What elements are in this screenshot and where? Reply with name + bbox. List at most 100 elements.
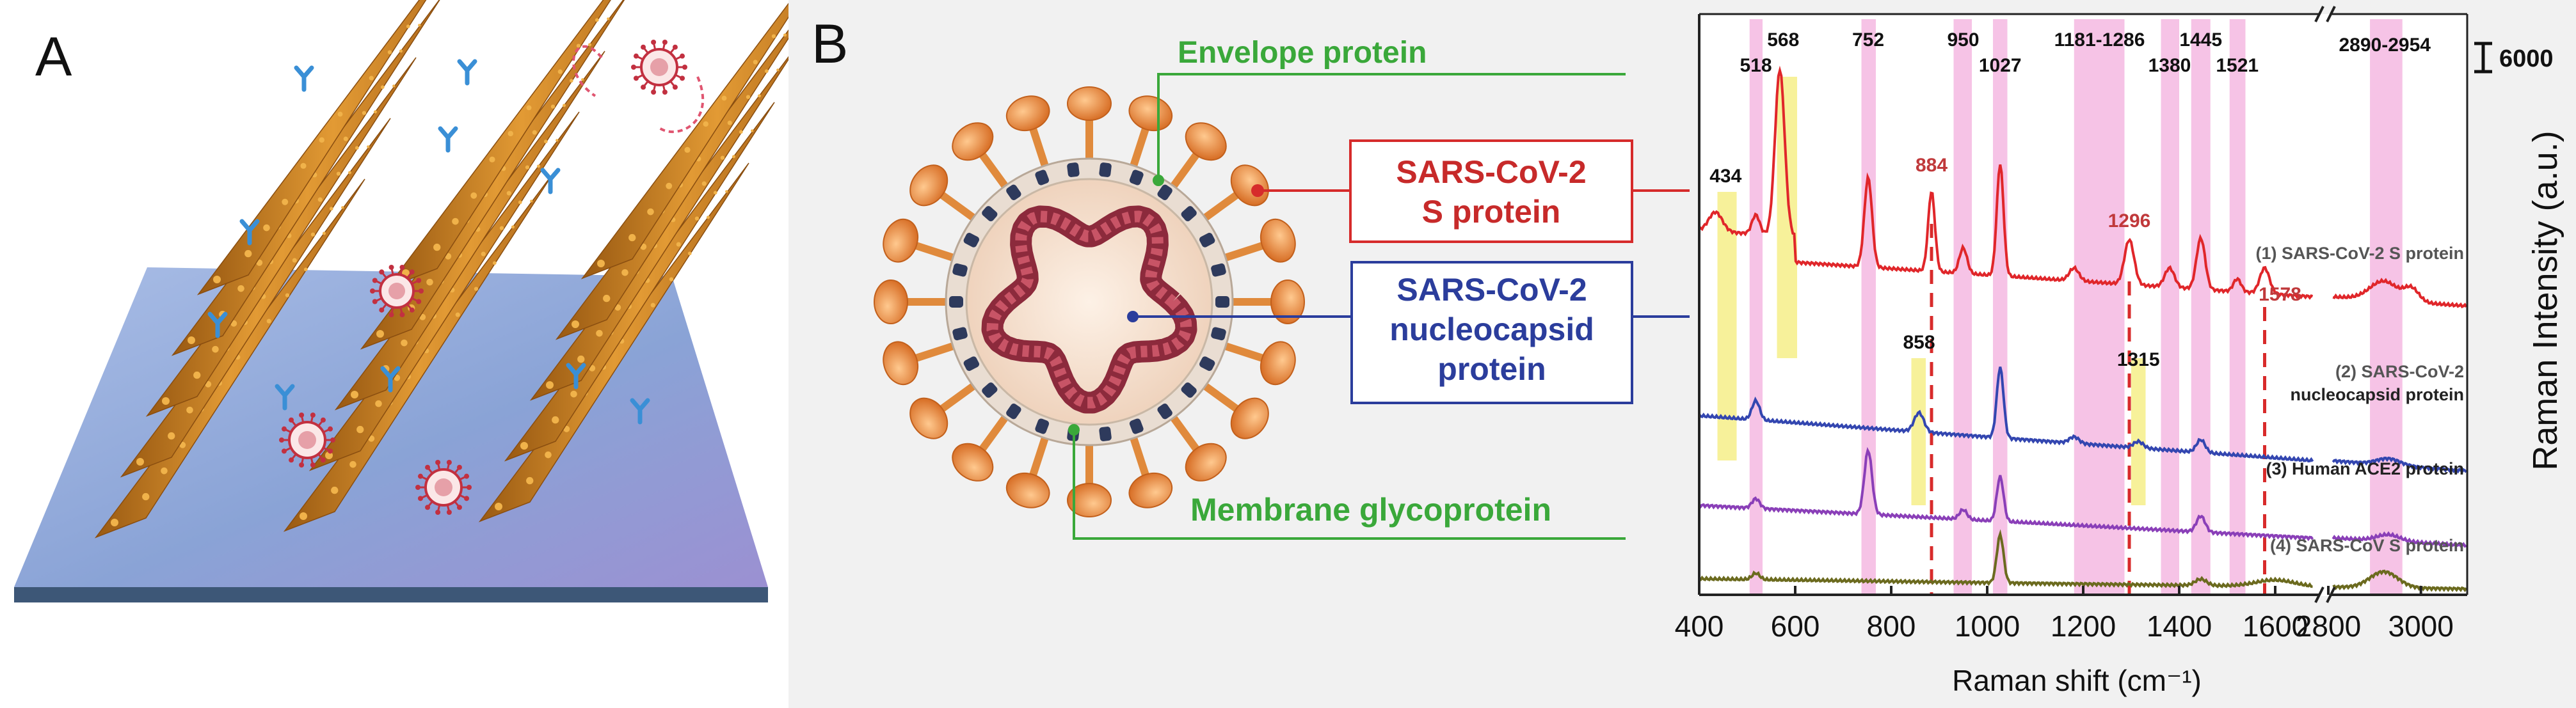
spike-protein-icon (1185, 443, 1227, 482)
spike-stalk (1027, 120, 1050, 173)
gold-nanoparticle (433, 243, 441, 251)
spike-protein-icon (1260, 341, 1296, 386)
scale-bar-label: 6000 (2499, 45, 2554, 72)
gold-nanoparticle (349, 460, 356, 468)
spike-stalk (1198, 188, 1245, 224)
spike-stalk (908, 240, 961, 263)
y-axis-label: Raman Intensity (a.u.) (2526, 130, 2564, 470)
gold-nanoparticle (380, 85, 385, 90)
gold-nanoparticle (362, 111, 367, 115)
gold-nanoparticle (550, 104, 556, 109)
gold-nanoparticle (481, 251, 486, 256)
gold-nanoparticle (771, 34, 776, 38)
s-protein-label-2: S protein (1422, 194, 1561, 230)
membrane-protein-icon (1181, 206, 1197, 222)
s-protein-callout: SARS-CoV-2 S protein (1251, 139, 1690, 243)
gold-nanoparticle (336, 171, 341, 176)
spike-protein-icon (883, 341, 919, 386)
gold-nanoparticle (193, 371, 201, 379)
antibody-icon (457, 59, 477, 86)
antibody-icon (207, 311, 228, 338)
yellow-band-1315 (2131, 358, 2146, 505)
spike-protein-icon (1005, 472, 1050, 508)
x-tick-label-800: 800 (1867, 610, 1916, 643)
gold-nanoparticle (572, 320, 579, 328)
gold-nanoparticle (489, 156, 495, 162)
nanoneedle-array (94, 0, 814, 539)
series-label-1: (1) SARS-CoV-2 S protein (2255, 244, 2464, 263)
gold-nanoparticle (581, 78, 584, 81)
gold-nanoparticle (776, 68, 780, 72)
spike-protein-icon (952, 443, 994, 482)
gold-nanoparticle (530, 200, 533, 203)
gold-nanoparticle (725, 190, 728, 193)
gold-nanoparticle (669, 277, 674, 281)
gold-nanoparticle (162, 397, 170, 405)
gold-nanoparticle (556, 139, 559, 142)
gold-nanoparticle (367, 145, 370, 148)
gold-nanoparticle (142, 492, 150, 501)
gold-nanoparticle (474, 287, 479, 291)
spectrum-ace2 (2332, 531, 2467, 548)
nanoneedle (385, 0, 611, 289)
gold-nanoparticle (758, 94, 761, 98)
membrane-protein-icon (1215, 296, 1229, 308)
nucleocapsid-label-1: SARS-CoV-2 (1396, 272, 1587, 308)
gold-nanoparticle (537, 164, 540, 168)
gold-nanoparticle (266, 319, 271, 324)
spectrum-s-protein (1699, 65, 2314, 300)
band-label-1521: 1521 (2216, 55, 2259, 76)
series-label-2: nucleocapsid protein (2290, 385, 2464, 404)
spike-stalk (1218, 240, 1271, 263)
gold-nanoparticle (720, 155, 725, 160)
membrane-protein-icon (1157, 184, 1172, 201)
series-label-3: (3) Human ACE2 protein (2266, 459, 2464, 478)
band-label-752: 752 (1852, 29, 1884, 51)
gold-nanoparticle (707, 216, 710, 219)
band-label-1181-1286: 1181-1286 (2054, 29, 2145, 51)
membrane-protein-icon (1211, 263, 1226, 277)
x-tick-label-1200: 1200 (2051, 610, 2116, 643)
gold-nanoparticle (577, 355, 585, 363)
series-label-4: (4) SARS-CoV S protein (2270, 536, 2464, 555)
gold-nanoparticle (348, 171, 351, 175)
gold-nanoparticle (213, 276, 221, 283)
gold-nanoparticle (317, 197, 323, 202)
spike-protein-icon (1128, 95, 1173, 132)
s-protein-label-1: SARS-CoV-2 (1396, 154, 1586, 190)
gold-nanoparticle (511, 225, 515, 229)
gold-nanoparticle (783, 33, 787, 37)
membrane-callout: Membrane glycoprotein (1068, 424, 1626, 540)
band-label-2890-2954: 2890-2954 (2339, 35, 2431, 56)
gold-nanoparticle (111, 519, 118, 526)
pink-band-1380 (2161, 19, 2179, 595)
antibody-icon (380, 366, 401, 393)
series-label-2: (2) SARS-CoV-2 (2335, 362, 2464, 381)
band-label-1445: 1445 (2179, 29, 2222, 51)
spike-protein-icon (1067, 86, 1112, 121)
gold-nanoparticle (753, 59, 758, 65)
gold-nanoparticle (319, 137, 324, 143)
gold-nanoparticle (666, 182, 673, 189)
gold-nanoparticle (543, 139, 548, 144)
panel-a: A (14, 0, 814, 602)
gold-nanoparticle (676, 242, 681, 247)
gold-nanoparticle (310, 232, 316, 237)
gold-nanoparticle (329, 207, 333, 211)
spectrum-sars-cov-s (1699, 529, 2313, 588)
nanoneedle (580, 0, 801, 279)
gold-nanoparticle (621, 269, 628, 276)
panel-a-label: A (35, 26, 72, 88)
axis-break-mark (2314, 586, 2324, 603)
membrane-protein-icon (952, 327, 968, 341)
axis-break-mark (2314, 6, 2324, 22)
sars-cov-2-virion (874, 86, 1305, 517)
x-tick-label-1600: 1600 (2243, 610, 2308, 643)
gold-nanoparticle (292, 258, 297, 263)
gold-nanoparticle (520, 442, 528, 450)
spectrum-nucleocapsid (1698, 366, 2314, 463)
gold-nanoparticle (713, 191, 717, 195)
gold-nanoparticle (569, 79, 573, 83)
